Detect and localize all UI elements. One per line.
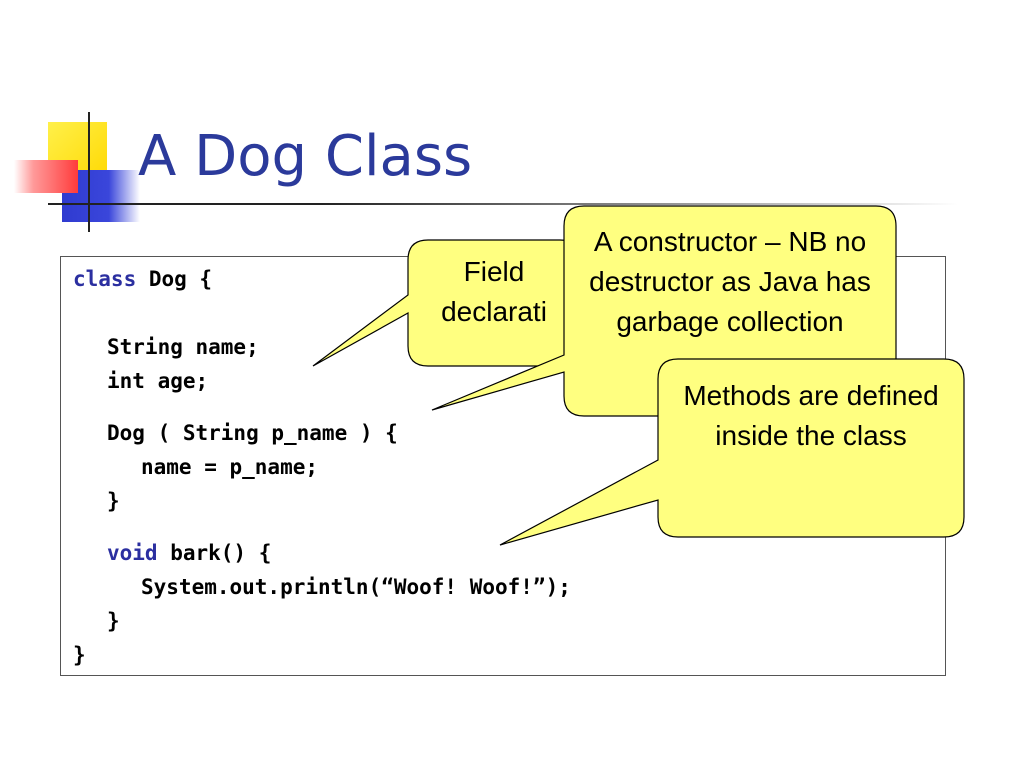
code-line-close-constructor: } — [107, 489, 120, 513]
keyword-void: void — [107, 541, 158, 565]
title-underline — [48, 203, 958, 205]
code-text: Dog { — [136, 267, 213, 291]
code-text: bark() { — [157, 541, 272, 565]
logo-vertical-line — [88, 112, 90, 232]
callout-constructor-text: A constructor – NB no destructor as Java… — [589, 226, 871, 337]
code-line-field-name: String name; — [107, 335, 259, 359]
code-line-close-class: } — [73, 643, 86, 667]
code-line-close-method: } — [107, 609, 120, 633]
code-line-constructor: Dog ( String p_name ) { — [107, 421, 398, 445]
callout-methods-text: Methods are defined inside the class — [683, 380, 939, 451]
logo-red-square — [14, 160, 78, 193]
code-line-assignment: name = p_name; — [141, 455, 319, 479]
code-line-method: void bark() { — [107, 541, 271, 565]
slide-title: A Dog Class — [138, 124, 473, 189]
keyword-class: class — [73, 267, 137, 291]
callout-fields-text: Field declarati — [441, 256, 547, 327]
code-line-println: System.out.println(“Woof! Woof!”); — [141, 575, 571, 599]
callout-methods-shape — [499, 358, 965, 546]
code-line-field-age: int age; — [107, 369, 209, 393]
code-line-class: class Dog { — [73, 267, 212, 291]
